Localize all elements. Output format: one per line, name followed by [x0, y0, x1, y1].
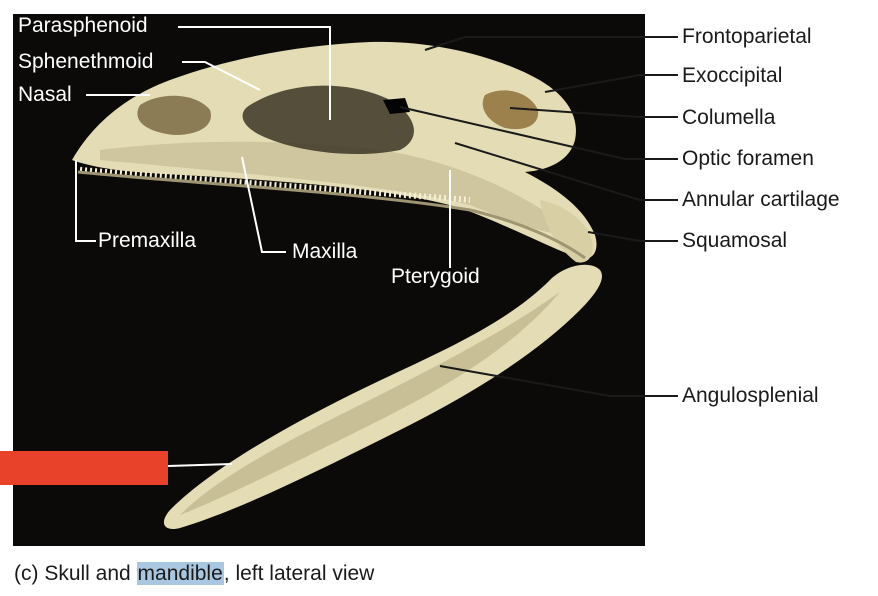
label-nasal: Nasal — [18, 83, 72, 106]
label-annular-cartilage: Annular cartilage — [682, 188, 840, 211]
label-optic-foramen: Optic foramen — [682, 147, 814, 170]
leader-optic-foramen — [399, 106, 678, 160]
leader-lines-left — [75, 26, 451, 268]
mandible-shading — [180, 292, 560, 515]
label-maxilla: Maxilla — [292, 240, 358, 263]
leader-angulosplenial — [439, 365, 678, 397]
caption-highlighted-term[interactable]: mandible — [136, 562, 224, 585]
figure-caption: (c) Skull and mandible, left lateral vie… — [14, 561, 374, 587]
leader-sphenethmoid — [182, 61, 261, 91]
skull-illustration — [72, 41, 597, 263]
redacted-label-box — [0, 451, 168, 485]
leader-frontoparietal — [424, 36, 678, 51]
caption-prefix: (c) Skull and — [14, 562, 137, 585]
label-squamosal: Squamosal — [682, 229, 788, 252]
label-columella: Columella — [682, 106, 776, 129]
orbit-opening — [242, 85, 414, 155]
columella-region — [482, 90, 539, 130]
label-frontoparietal: Frontoparietal — [682, 25, 812, 48]
leader-squamosal — [587, 231, 678, 242]
nasal-cavity — [137, 95, 211, 135]
label-angulosplenial: Angulosplenial — [682, 384, 819, 407]
maxillary-teeth — [79, 167, 471, 203]
leader-redacted-label — [167, 463, 233, 467]
lower-skull-edge — [77, 170, 586, 260]
cranium-shading — [100, 141, 575, 235]
leader-columella — [509, 107, 678, 118]
leader-annular-cartilage — [454, 142, 678, 201]
label-premaxilla: Premaxilla — [98, 229, 197, 252]
caption-suffix: , left lateral view — [223, 562, 375, 585]
label-parasphenoid: Parasphenoid — [18, 14, 148, 37]
leader-exoccipital — [544, 74, 678, 93]
label-sphenethmoid: Sphenethmoid — [18, 50, 154, 73]
squamosal-bone — [540, 200, 593, 263]
leader-lines-right — [399, 36, 678, 397]
leader-parasphenoid — [178, 26, 331, 120]
label-pterygoid: Pterygoid — [391, 265, 480, 288]
label-exoccipital: Exoccipital — [682, 64, 783, 87]
leader-maxilla — [241, 156, 286, 253]
leader-premaxilla — [75, 160, 96, 242]
mandible-illustration — [163, 264, 602, 530]
optic-foramen-hole — [383, 98, 410, 114]
